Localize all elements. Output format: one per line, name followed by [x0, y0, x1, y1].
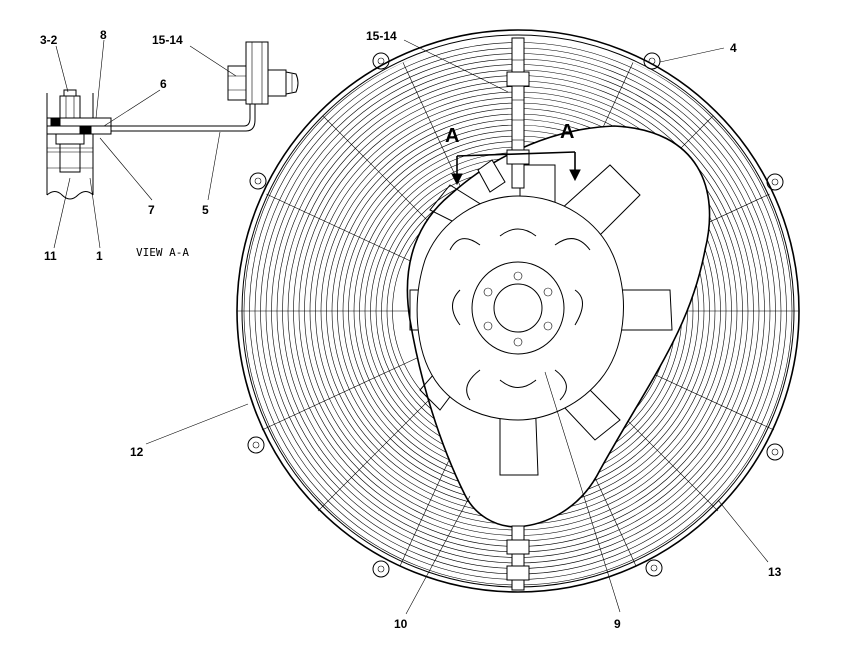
section-letter-right: A	[560, 121, 574, 143]
callout-6: 6	[160, 77, 167, 91]
callout-4: 4	[730, 41, 737, 55]
callout-1: 1	[96, 249, 103, 263]
callout-7: 7	[148, 203, 155, 217]
callout-15-14-main: 15-14	[366, 29, 397, 43]
view-a-a-label: VIEW A-A	[136, 246, 189, 259]
fan-guard: A A	[236, 29, 800, 593]
callout-5: 5	[202, 203, 209, 217]
callout-13: 13	[768, 565, 782, 579]
section-line-a-a: A A	[445, 121, 581, 186]
section-letter-left: A	[445, 125, 459, 147]
callout-11: 11	[44, 249, 57, 263]
main-callouts: 15-14 4 12 13 10 9	[130, 29, 782, 631]
bottom-split-clamp	[506, 525, 530, 591]
callout-15-14-detail: 15-14	[152, 33, 183, 47]
mounting-lugs	[247, 52, 784, 578]
callout-8: 8	[100, 28, 107, 42]
callout-10: 10	[394, 617, 408, 631]
callout-3-2: 3-2	[40, 33, 58, 47]
fan-hub	[409, 164, 673, 476]
callout-9: 9	[614, 617, 621, 631]
detail-view-a-a: 3-2 8 6 7 11 1 15-14 5 VIEW A-A	[40, 28, 299, 263]
callout-12: 12	[130, 445, 144, 459]
